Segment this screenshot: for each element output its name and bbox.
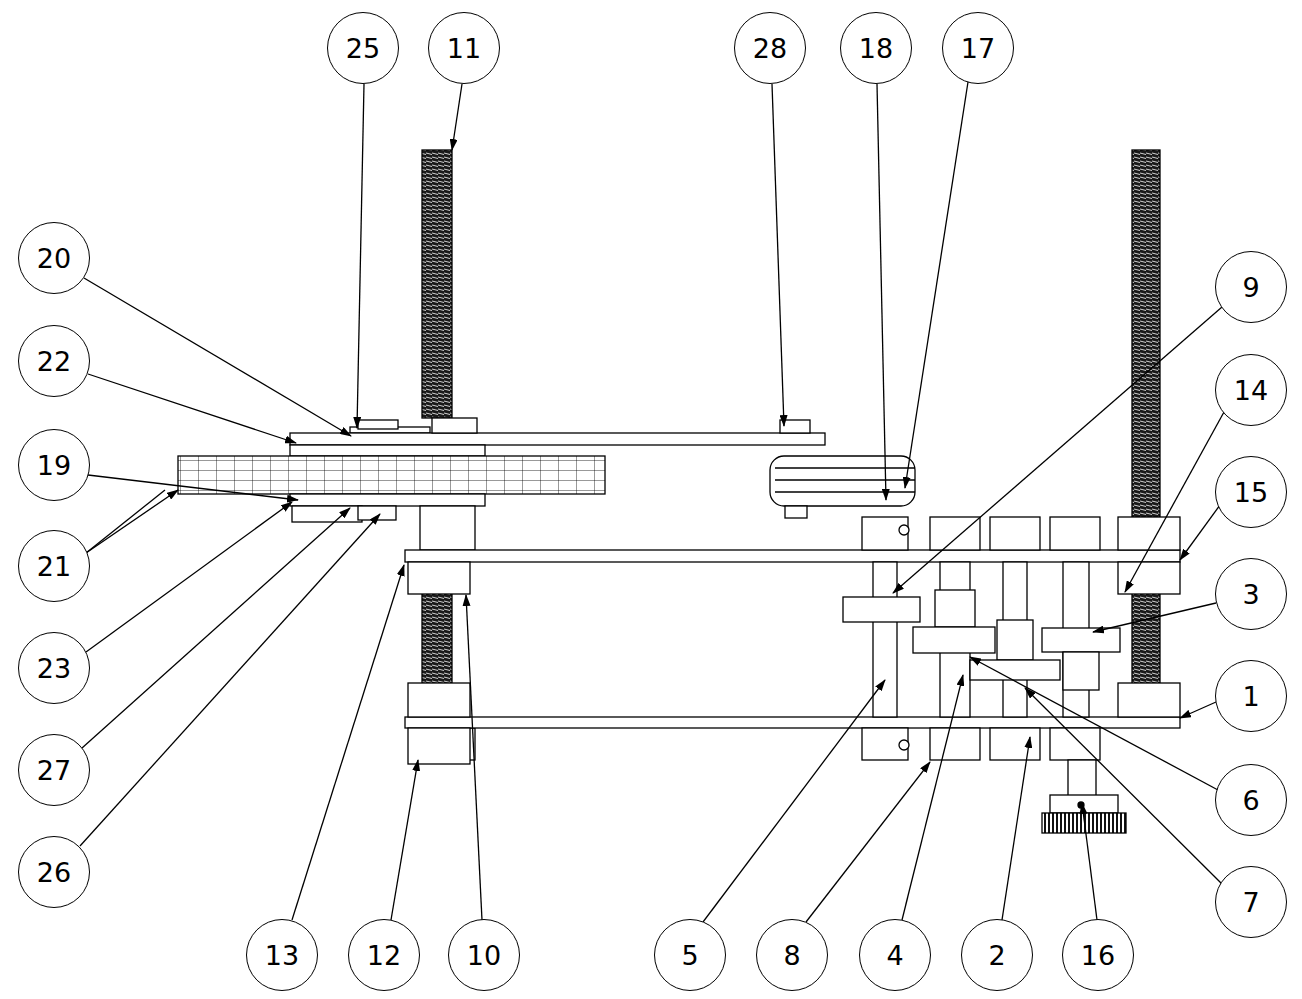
callout-number: 8 bbox=[756, 919, 828, 991]
callout-number: 12 bbox=[348, 919, 420, 991]
callout-number: 13 bbox=[246, 919, 318, 991]
callout-number: 19 bbox=[18, 429, 90, 501]
callout-number: 6 bbox=[1215, 764, 1287, 836]
callout-number: 3 bbox=[1215, 558, 1287, 630]
callout-number: 7 bbox=[1215, 866, 1287, 938]
callout-number: 9 bbox=[1215, 251, 1287, 323]
callout-number: 16 bbox=[1062, 919, 1134, 991]
callout-number: 27 bbox=[18, 734, 90, 806]
callout-number: 4 bbox=[859, 919, 931, 991]
callout-number: 15 bbox=[1215, 456, 1287, 528]
callout-number: 21 bbox=[18, 530, 90, 602]
callout-number: 10 bbox=[448, 919, 520, 991]
callout-number: 17 bbox=[942, 12, 1014, 84]
callout-number: 18 bbox=[840, 12, 912, 84]
callout-number: 1 bbox=[1215, 660, 1287, 732]
callout-number: 11 bbox=[428, 12, 500, 84]
callout-number: 25 bbox=[327, 12, 399, 84]
callout-number: 26 bbox=[18, 836, 90, 908]
callout-number: 5 bbox=[654, 919, 726, 991]
callout-number: 2 bbox=[961, 919, 1033, 991]
callout-number: 23 bbox=[18, 632, 90, 704]
callout-number: 22 bbox=[18, 325, 90, 397]
callout-number: 14 bbox=[1215, 354, 1287, 426]
callout-number: 20 bbox=[18, 222, 90, 294]
callout-number: 28 bbox=[734, 12, 806, 84]
